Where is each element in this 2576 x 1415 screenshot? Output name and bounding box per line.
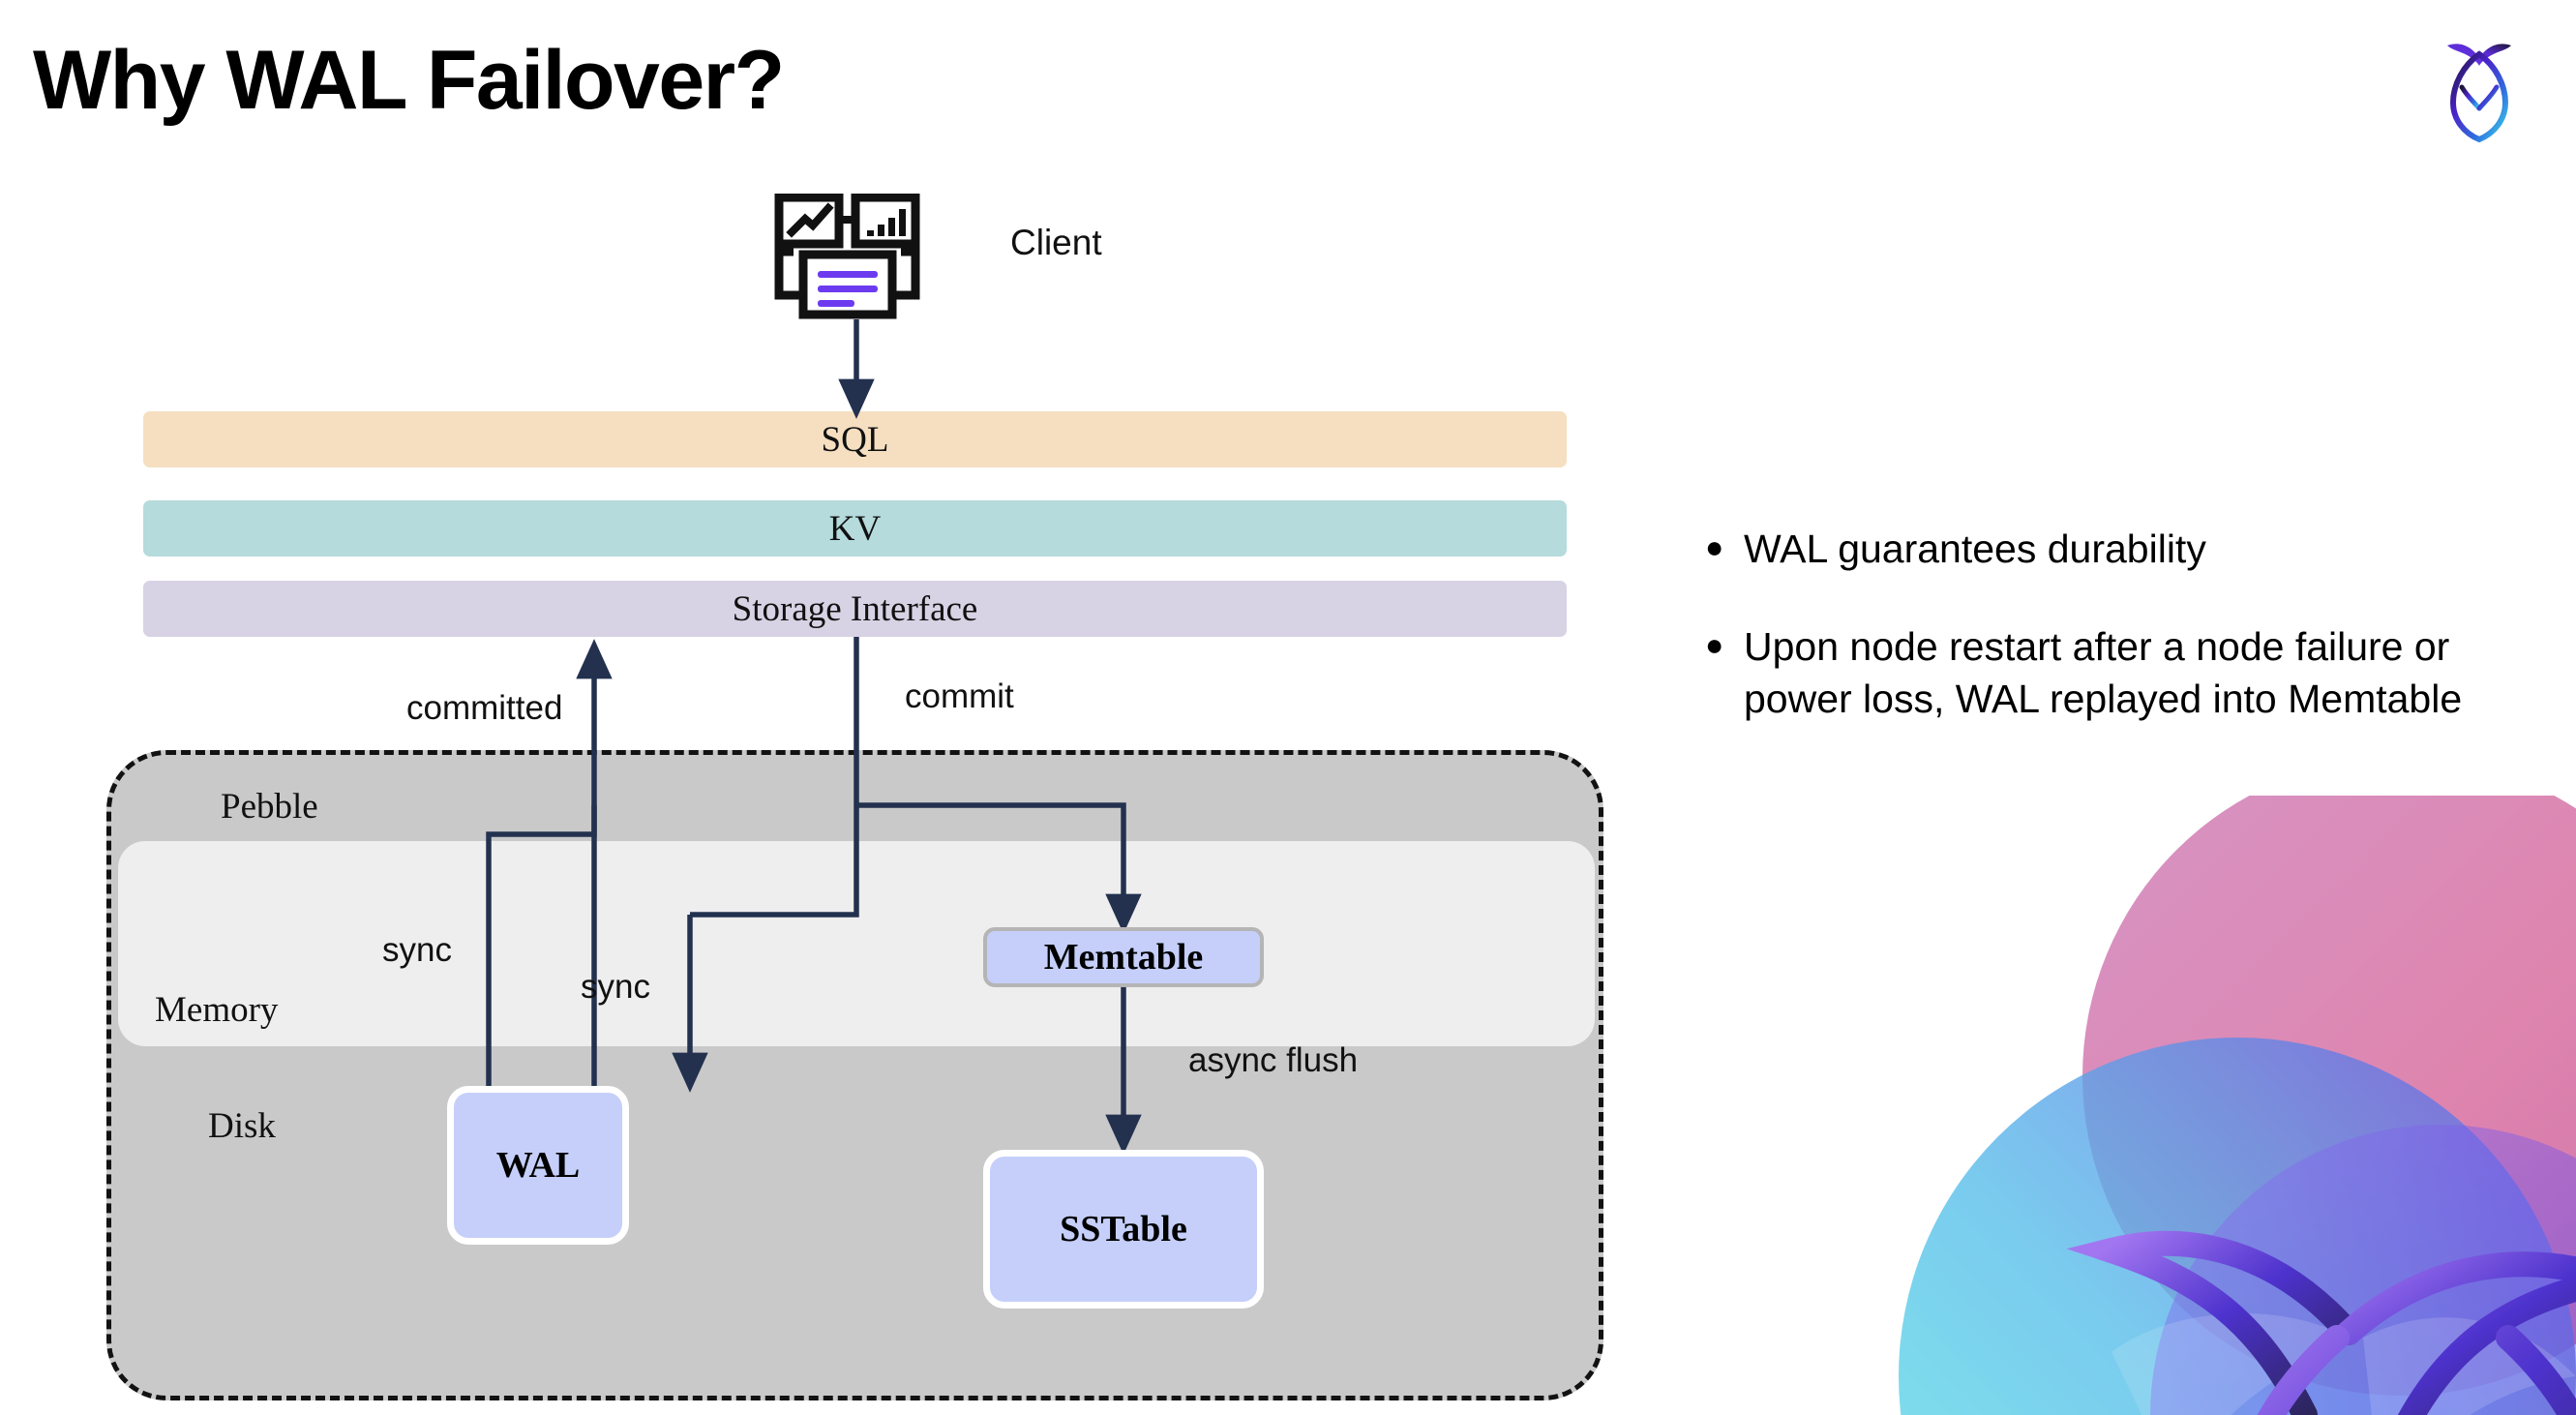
layer-label-sql: SQL: [821, 419, 889, 460]
edge-label-sync-2: sync: [581, 968, 650, 1006]
box-wal: WAL: [447, 1086, 629, 1245]
layer-bar-kv: KV: [143, 500, 1567, 557]
memory-region: [118, 841, 1595, 1046]
box-label-memtable: Memtable: [1043, 937, 1204, 978]
box-sstable: SSTable: [983, 1150, 1264, 1309]
layer-label-kv: KV: [828, 508, 882, 549]
cockroachdb-circles-decoration: [1899, 796, 2576, 1415]
bullet-list: ● WAL guarantees durability ● Upon node …: [1705, 523, 2508, 770]
pebble-label: Pebble: [221, 787, 318, 827]
edge-label-commit: commit: [905, 677, 1014, 715]
layer-bar-sql: SQL: [143, 411, 1567, 467]
client-monitor-icon: [774, 194, 920, 319]
layer-bar-storage: Storage Interface: [143, 581, 1567, 637]
edge-label-async-flush: async flush: [1188, 1041, 1359, 1079]
client-label: Client: [1010, 223, 1102, 262]
edge-label-committed: committed: [406, 689, 563, 727]
box-label-sstable: SSTable: [1060, 1209, 1187, 1249]
box-memtable: Memtable: [983, 927, 1264, 987]
layer-label-storage: Storage Interface: [732, 588, 978, 629]
list-item: ● Upon node restart after a node failure…: [1705, 620, 2508, 726]
bullet-text: Upon node restart after a node failure o…: [1744, 623, 2463, 722]
bullet-marker-icon: ●: [1705, 529, 1724, 564]
page-title: Why WAL Failover?: [33, 34, 785, 127]
edge-label-sync-1: sync: [382, 931, 452, 969]
cockroachdb-logo-icon: [2447, 44, 2511, 143]
bullet-text: WAL guarantees durability: [1744, 527, 2206, 571]
memory-label: Memory: [155, 990, 279, 1030]
bullet-marker-icon: ●: [1705, 626, 1724, 662]
box-label-wal: WAL: [495, 1145, 581, 1186]
list-item: ● WAL guarantees durability: [1705, 523, 2508, 576]
disk-label: Disk: [208, 1106, 276, 1146]
